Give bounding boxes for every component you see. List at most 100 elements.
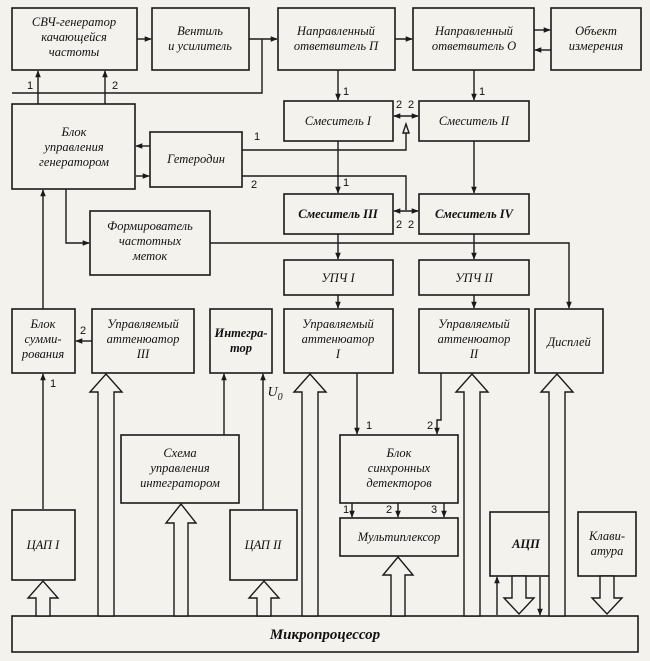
- svg-text:и усилитель: и усилитель: [168, 39, 232, 53]
- block-mixer-1: Смеситель I: [283, 100, 394, 142]
- block-measurement-object: Объект измерения: [550, 7, 642, 71]
- block-frequency-marker-former: Формирователь частотных меток: [89, 210, 211, 276]
- svg-text:Направленный: Направленный: [296, 24, 376, 38]
- svg-text:2: 2: [112, 80, 118, 92]
- svg-text:2: 2: [251, 179, 257, 191]
- block-sync-detectors: Блок синхронных детекторов: [339, 434, 459, 504]
- block-multiplexer: Мультиплексор: [339, 517, 459, 557]
- block-coupler-o: Направленный ответвитель О: [412, 7, 535, 71]
- svg-text:ЦАП II: ЦАП II: [244, 538, 283, 552]
- block-dac-2: ЦАП II: [229, 509, 298, 581]
- svg-text:детекторов: детекторов: [366, 476, 432, 490]
- svg-text:управления: управления: [42, 140, 103, 154]
- svg-text:меток: меток: [132, 249, 168, 263]
- bus-arrows: [26, 372, 624, 617]
- svg-text:2: 2: [427, 420, 433, 432]
- port-labels: 1 2 1 1 2 2 1 2 1 2 2 2 1 1 2 1 2 3 U0: [27, 80, 485, 516]
- svg-text:СВЧ-генератор: СВЧ-генератор: [32, 15, 116, 29]
- svg-text:Смеситель I: Смеситель I: [305, 114, 372, 128]
- block-mixer-2: Смеситель II: [418, 100, 530, 142]
- svg-text:Клави-: Клави-: [588, 529, 625, 543]
- svg-text:1: 1: [343, 504, 349, 516]
- svg-text:Гетеродин: Гетеродин: [166, 152, 225, 166]
- block-mixer-4: Смеситель IV: [418, 193, 530, 235]
- svg-text:Управляемый: Управляемый: [107, 317, 179, 331]
- svg-text:управления: управления: [148, 461, 209, 475]
- svg-text:аттенюатор: аттенюатор: [107, 332, 180, 346]
- svg-text:Мультиплексор: Мультиплексор: [357, 530, 441, 544]
- svg-text:ЦАП I: ЦАП I: [26, 538, 61, 552]
- svg-text:Управляемый: Управляемый: [438, 317, 510, 331]
- svg-text:Блок: Блок: [385, 446, 411, 460]
- svg-text:частотных: частотных: [119, 234, 182, 248]
- block-integrator: Интегра- тор: [209, 308, 273, 374]
- svg-text:1: 1: [479, 86, 485, 98]
- signal-lines: [12, 27, 572, 616]
- svg-text:Направленный: Направленный: [434, 24, 514, 38]
- svg-text:Смеситель IV: Смеситель IV: [435, 207, 515, 221]
- svg-text:генератором: генератором: [39, 155, 109, 169]
- block-attenuator-1: Управляемый аттенюатор I: [283, 308, 394, 374]
- svg-text:1: 1: [50, 378, 56, 390]
- svg-text:АЦП: АЦП: [511, 537, 541, 551]
- svg-text:частоты: частоты: [49, 45, 100, 59]
- svg-text:сумми-: сумми-: [24, 332, 61, 346]
- svg-text:атура: атура: [591, 544, 624, 558]
- svg-text:аттенюатор: аттенюатор: [302, 332, 375, 346]
- svg-text:Формирователь: Формирователь: [107, 219, 193, 233]
- svg-text:1: 1: [27, 80, 33, 92]
- svg-text:1: 1: [343, 86, 349, 98]
- block-heterodyne: Гетеродин: [149, 131, 243, 188]
- svg-text:I: I: [335, 347, 341, 361]
- svg-text:2: 2: [408, 99, 414, 111]
- block-svch-generator: СВЧ-генератор качающейся частоты: [11, 7, 138, 71]
- svg-text:аттенюатор: аттенюатор: [438, 332, 511, 346]
- svg-text:Блок: Блок: [29, 317, 55, 331]
- block-ventil-amplifier: Вентиль и усилитель: [151, 7, 250, 71]
- svg-text:Схема: Схема: [163, 446, 196, 460]
- svg-text:Дисплей: Дисплей: [546, 335, 591, 349]
- svg-text:Микропроцессор: Микропроцессор: [269, 627, 381, 643]
- svg-text:Смеситель II: Смеситель II: [439, 114, 510, 128]
- svg-text:1: 1: [366, 420, 372, 432]
- svg-text:измерения: измерения: [569, 39, 624, 53]
- block-keyboard: Клави- атура: [577, 511, 637, 577]
- block-upch-1: УПЧ I: [283, 259, 394, 296]
- block-coupler-p: Направленный ответвитель П: [277, 7, 396, 71]
- svg-text:III: III: [136, 347, 150, 361]
- svg-text:Блок: Блок: [60, 125, 86, 139]
- svg-text:2: 2: [408, 219, 414, 231]
- svg-text:2: 2: [80, 325, 86, 337]
- block-microprocessor: Микропроцессор: [11, 615, 639, 653]
- svg-text:УПЧ I: УПЧ I: [321, 271, 355, 285]
- block-display: Дисплей: [534, 308, 604, 374]
- svg-text:2: 2: [386, 504, 392, 516]
- svg-text:1: 1: [343, 177, 349, 189]
- svg-text:рования: рования: [21, 347, 65, 361]
- svg-text:тор: тор: [230, 341, 252, 355]
- svg-text:2: 2: [396, 99, 402, 111]
- block-mixer-3: Смеситель III: [283, 193, 394, 235]
- block-integrator-control: Схема управления интегратором: [120, 434, 240, 504]
- svg-text:Объект: Объект: [575, 24, 617, 38]
- block-upch-2: УПЧ II: [418, 259, 530, 296]
- block-dac-1: ЦАП I: [11, 509, 76, 581]
- svg-text:интегратором: интегратором: [140, 476, 220, 490]
- svg-text:Смеситель III: Смеситель III: [298, 207, 379, 221]
- block-summator: Блок сумми- рования: [11, 308, 76, 374]
- svg-text:II: II: [469, 347, 479, 361]
- block-generator-control: Блок управления генератором: [11, 103, 136, 190]
- svg-text:2: 2: [396, 219, 402, 231]
- block-attenuator-2: Управляемый аттенюатор II: [418, 308, 530, 374]
- svg-text:ответвитель О: ответвитель О: [432, 39, 516, 53]
- svg-text:ответвитель П: ответвитель П: [294, 39, 379, 53]
- svg-text:УПЧ II: УПЧ II: [455, 271, 493, 285]
- svg-text:3: 3: [431, 504, 437, 516]
- svg-text:Управляемый: Управляемый: [302, 317, 374, 331]
- svg-text:синхронных: синхронных: [368, 461, 431, 475]
- svg-text:1: 1: [254, 131, 260, 143]
- block-attenuator-3: Управляемый аттенюатор III: [91, 308, 195, 374]
- svg-text:Интегра-: Интегра-: [213, 326, 267, 340]
